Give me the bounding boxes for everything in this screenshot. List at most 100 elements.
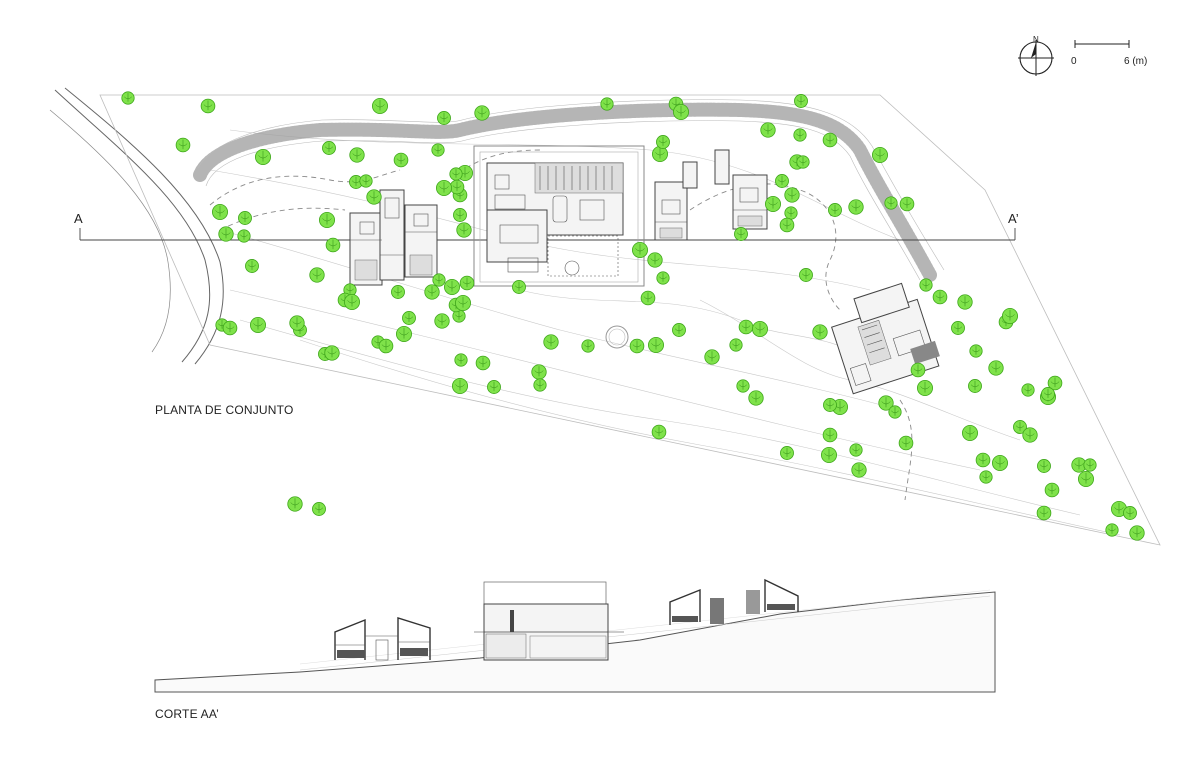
tree-icon (1129, 525, 1145, 541)
tree-icon (796, 155, 810, 169)
tree-icon (851, 462, 867, 478)
tree-icon (1002, 307, 1019, 324)
tree-icon (1047, 375, 1063, 391)
tree-icon (629, 338, 645, 354)
tree-icon (366, 189, 382, 205)
tree-icon (378, 338, 394, 354)
section-mark-start: A (74, 211, 83, 226)
tree-icon (648, 336, 665, 353)
road-edge (54, 89, 211, 363)
tree-icon (459, 275, 475, 291)
tree-icon (822, 132, 838, 148)
walking-path (689, 183, 841, 311)
tree-icon (822, 427, 838, 443)
tree-icon (884, 196, 898, 210)
tree-icon (487, 380, 501, 394)
tree-icon (249, 316, 266, 333)
tree-icon (245, 259, 259, 273)
gravel-path (193, 102, 937, 282)
tree-icon (812, 324, 828, 340)
tree-icon (449, 179, 465, 195)
tree-icon (640, 290, 656, 306)
section-main-house (474, 581, 624, 661)
tree-icon (218, 226, 234, 242)
tree-icon (200, 98, 216, 114)
tree-icon (512, 280, 526, 294)
tree-icon (932, 289, 948, 305)
terrain-profile (154, 591, 996, 693)
tree-icon (736, 379, 750, 393)
scale-bar: 0 6 (m) (1071, 40, 1147, 67)
tree-icon (748, 390, 764, 406)
tree-icon (752, 320, 769, 337)
tree-icon (992, 454, 1009, 471)
circular-feature (605, 325, 629, 349)
tree-icon (780, 446, 794, 460)
tree-icon (656, 135, 670, 149)
tree-icon (775, 174, 789, 188)
tree-icon (289, 315, 305, 331)
tree-icon (1022, 427, 1038, 443)
tree-icon (402, 311, 416, 325)
tree-icon (656, 271, 670, 285)
tree-icon (121, 91, 135, 105)
tree-icon (799, 268, 813, 282)
section-cabin-middle (669, 588, 724, 625)
tree-icon (872, 146, 889, 163)
tree-icon (794, 94, 808, 108)
tree-icon (647, 252, 663, 268)
tree-icon (437, 111, 451, 125)
tree-icon (371, 98, 388, 115)
tree-icon (543, 334, 559, 350)
tree-icon (784, 187, 800, 203)
tree-icon (254, 148, 271, 165)
tree-icon (175, 137, 191, 153)
tree-icon (287, 496, 303, 512)
section-cabin-left-pair (334, 617, 431, 661)
tree-icon (453, 208, 467, 222)
tree-icon (975, 452, 991, 468)
walking-path (209, 169, 401, 206)
tree-icon (765, 195, 782, 212)
tree-icon (968, 379, 982, 393)
tree-icon (222, 320, 238, 336)
cabin-left-pair (349, 189, 438, 286)
tree-icon (898, 435, 914, 451)
tree-icon (211, 203, 228, 220)
tree-icon (424, 284, 440, 300)
tree-icon (359, 174, 373, 188)
tree-icon (957, 294, 973, 310)
tree-icon (531, 364, 547, 380)
site-plan-label: PLANTA DE CONJUNTO (155, 403, 294, 417)
tree-icon (238, 211, 252, 225)
walking-path (219, 207, 346, 231)
tree-icon (443, 278, 460, 295)
tree-icon (432, 273, 446, 287)
tree-icon (917, 379, 934, 396)
tree-icon (581, 339, 595, 353)
tree-icon (449, 167, 463, 181)
tree-icon (349, 147, 365, 163)
tree-icon (632, 241, 649, 258)
tree-icon (878, 395, 894, 411)
tree-icon (1044, 482, 1060, 498)
tree-icon (435, 179, 452, 196)
tree-group (121, 91, 1145, 541)
scale-end-label: 6 (m) (1124, 56, 1147, 67)
tree-icon (343, 293, 360, 310)
tree-icon (1021, 383, 1035, 397)
tree-icon (1041, 387, 1055, 401)
tree-icon (988, 360, 1004, 376)
tree-icon (849, 443, 863, 457)
section-cabin-right (746, 578, 799, 614)
tree-icon (431, 143, 445, 157)
tree-icon (1013, 420, 1027, 434)
tree-icon (793, 128, 807, 142)
tree-icon (1123, 506, 1137, 520)
road-edge (64, 87, 224, 365)
tree-icon (1078, 470, 1095, 487)
tree-icon (395, 325, 412, 342)
section-label: CORTE AA’ (155, 707, 219, 721)
tree-icon (1083, 458, 1097, 472)
